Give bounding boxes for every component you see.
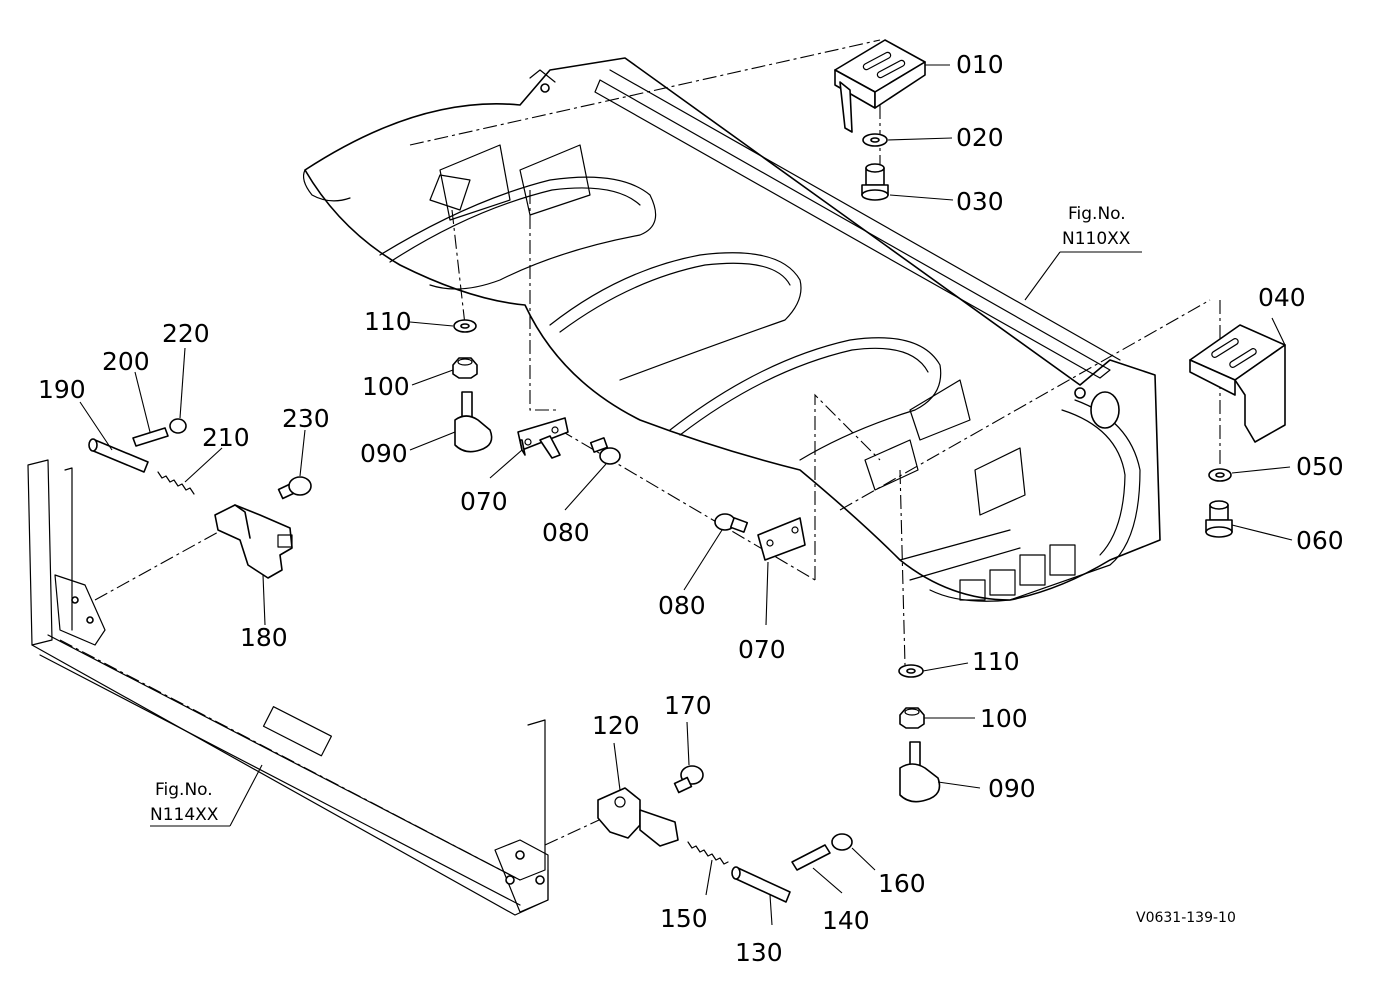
callout-020: 020 [956, 123, 1004, 152]
bolt-060 [1205, 500, 1233, 538]
plate-070-upper [517, 417, 569, 459]
callout-210: 210 [202, 423, 250, 452]
bolt-080-lower [714, 513, 749, 533]
center-lines [94, 39, 1221, 846]
diagram-code: V0631-139-10 [1136, 910, 1236, 926]
fig-ref-number: N110XX [1062, 229, 1131, 249]
callout-030: 030 [956, 187, 1004, 216]
fig-ref-title: Fig.No. [155, 780, 213, 800]
pin-200 [132, 427, 169, 447]
callout-120: 120 [592, 711, 640, 740]
roof-panel [302, 57, 1161, 602]
callout-080-upper: 080 [542, 518, 590, 547]
bracket-040 [1189, 324, 1286, 443]
callout-labels: 010 020 030 040 050 060 070 070 080 080 … [38, 50, 1344, 967]
bolt-080-upper [589, 437, 621, 465]
callout-070-lower: 070 [738, 635, 786, 664]
callout-210-top: 220 [162, 319, 210, 348]
bolt-170 [673, 765, 704, 794]
bumper-090-upper [454, 391, 493, 453]
fig-ref-n110xx: Fig.No. N110XX [1062, 204, 1131, 249]
washer-050 [1208, 468, 1232, 482]
callout-160: 160 [878, 869, 926, 898]
callout-060: 060 [1296, 526, 1344, 555]
callout-010: 010 [956, 50, 1004, 79]
callout-170: 170 [664, 691, 712, 720]
plate-070-lower [757, 517, 806, 561]
callout-190: 190 [38, 375, 86, 404]
fig-ref-number: N114XX [150, 805, 219, 825]
latch-body-120 [597, 787, 679, 847]
washer-020 [862, 133, 888, 147]
callout-200: 200 [102, 347, 150, 376]
callout-100-lower: 100 [980, 704, 1028, 733]
nut-100-upper [452, 357, 478, 379]
nut-100-lower [899, 707, 925, 729]
callout-230: 230 [282, 404, 330, 433]
pin-140 [791, 844, 831, 871]
fig-ref-n114xx: Fig.No. N114XX [150, 780, 219, 825]
leader-lines [79, 64, 1293, 926]
callout-100-upper: 100 [362, 372, 410, 401]
callout-110-lower: 110 [972, 647, 1020, 676]
callout-040: 040 [1258, 283, 1306, 312]
callout-150: 150 [660, 904, 708, 933]
bolt-230 [277, 476, 312, 500]
bracket-010 [834, 39, 926, 133]
pin-190 [88, 438, 149, 473]
cap-220 [169, 418, 187, 434]
spring-150 [687, 841, 729, 865]
callout-140: 140 [822, 906, 870, 935]
washer-110-upper [453, 319, 477, 333]
pin-130 [731, 866, 791, 903]
bolt-030 [861, 163, 889, 201]
fig-ref-title: Fig.No. [1068, 204, 1126, 224]
spring-210 [157, 471, 195, 495]
callout-110-upper: 110 [364, 307, 412, 336]
callout-070-upper: 070 [460, 487, 508, 516]
bumper-090-lower [899, 741, 941, 803]
callout-090-lower: 090 [988, 774, 1036, 803]
callout-130: 130 [735, 938, 783, 967]
cap-160 [831, 833, 853, 851]
callout-050: 050 [1296, 452, 1344, 481]
callout-090-upper: 090 [360, 439, 408, 468]
washer-110-lower [898, 664, 924, 678]
lower-frame [27, 459, 549, 916]
callout-080-lower: 080 [658, 591, 706, 620]
callout-180: 180 [240, 623, 288, 652]
latch-plate-180 [214, 504, 293, 579]
